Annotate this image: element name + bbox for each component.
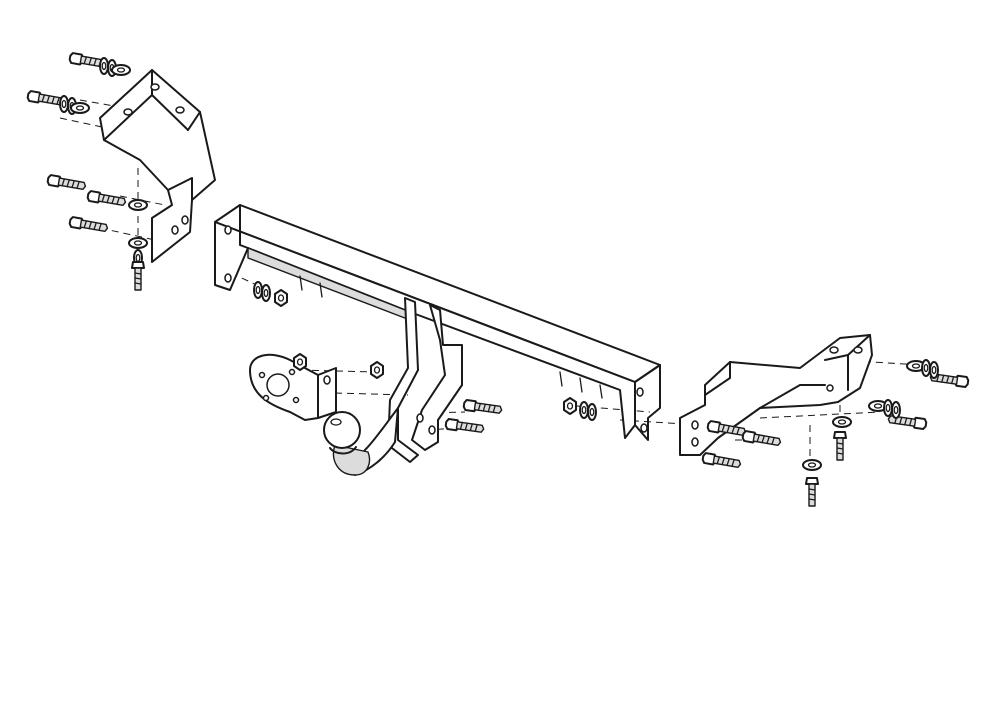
bolt-right-5 xyxy=(701,451,743,471)
bolt-right-4 xyxy=(741,429,783,449)
socket-bracket-plate xyxy=(249,353,337,421)
bolt-left-4 xyxy=(86,189,128,209)
bolt-right-vertical-1 xyxy=(833,431,847,461)
bolt-right-vertical-2 xyxy=(805,477,819,507)
center-hanger-bolts xyxy=(444,398,504,435)
crossbar-left-fasteners xyxy=(253,281,288,307)
bolt-center-1 xyxy=(462,398,504,416)
bolt-center-2 xyxy=(444,417,486,435)
bolt-left-vertical xyxy=(131,261,145,291)
crossbar-right-fasteners xyxy=(563,397,597,421)
left-mounting-bracket xyxy=(99,69,216,263)
tow-ball-neck xyxy=(323,407,399,476)
bolt-left-3 xyxy=(46,173,88,193)
main-crossbar xyxy=(214,204,661,441)
bolt-left-5 xyxy=(68,215,110,235)
